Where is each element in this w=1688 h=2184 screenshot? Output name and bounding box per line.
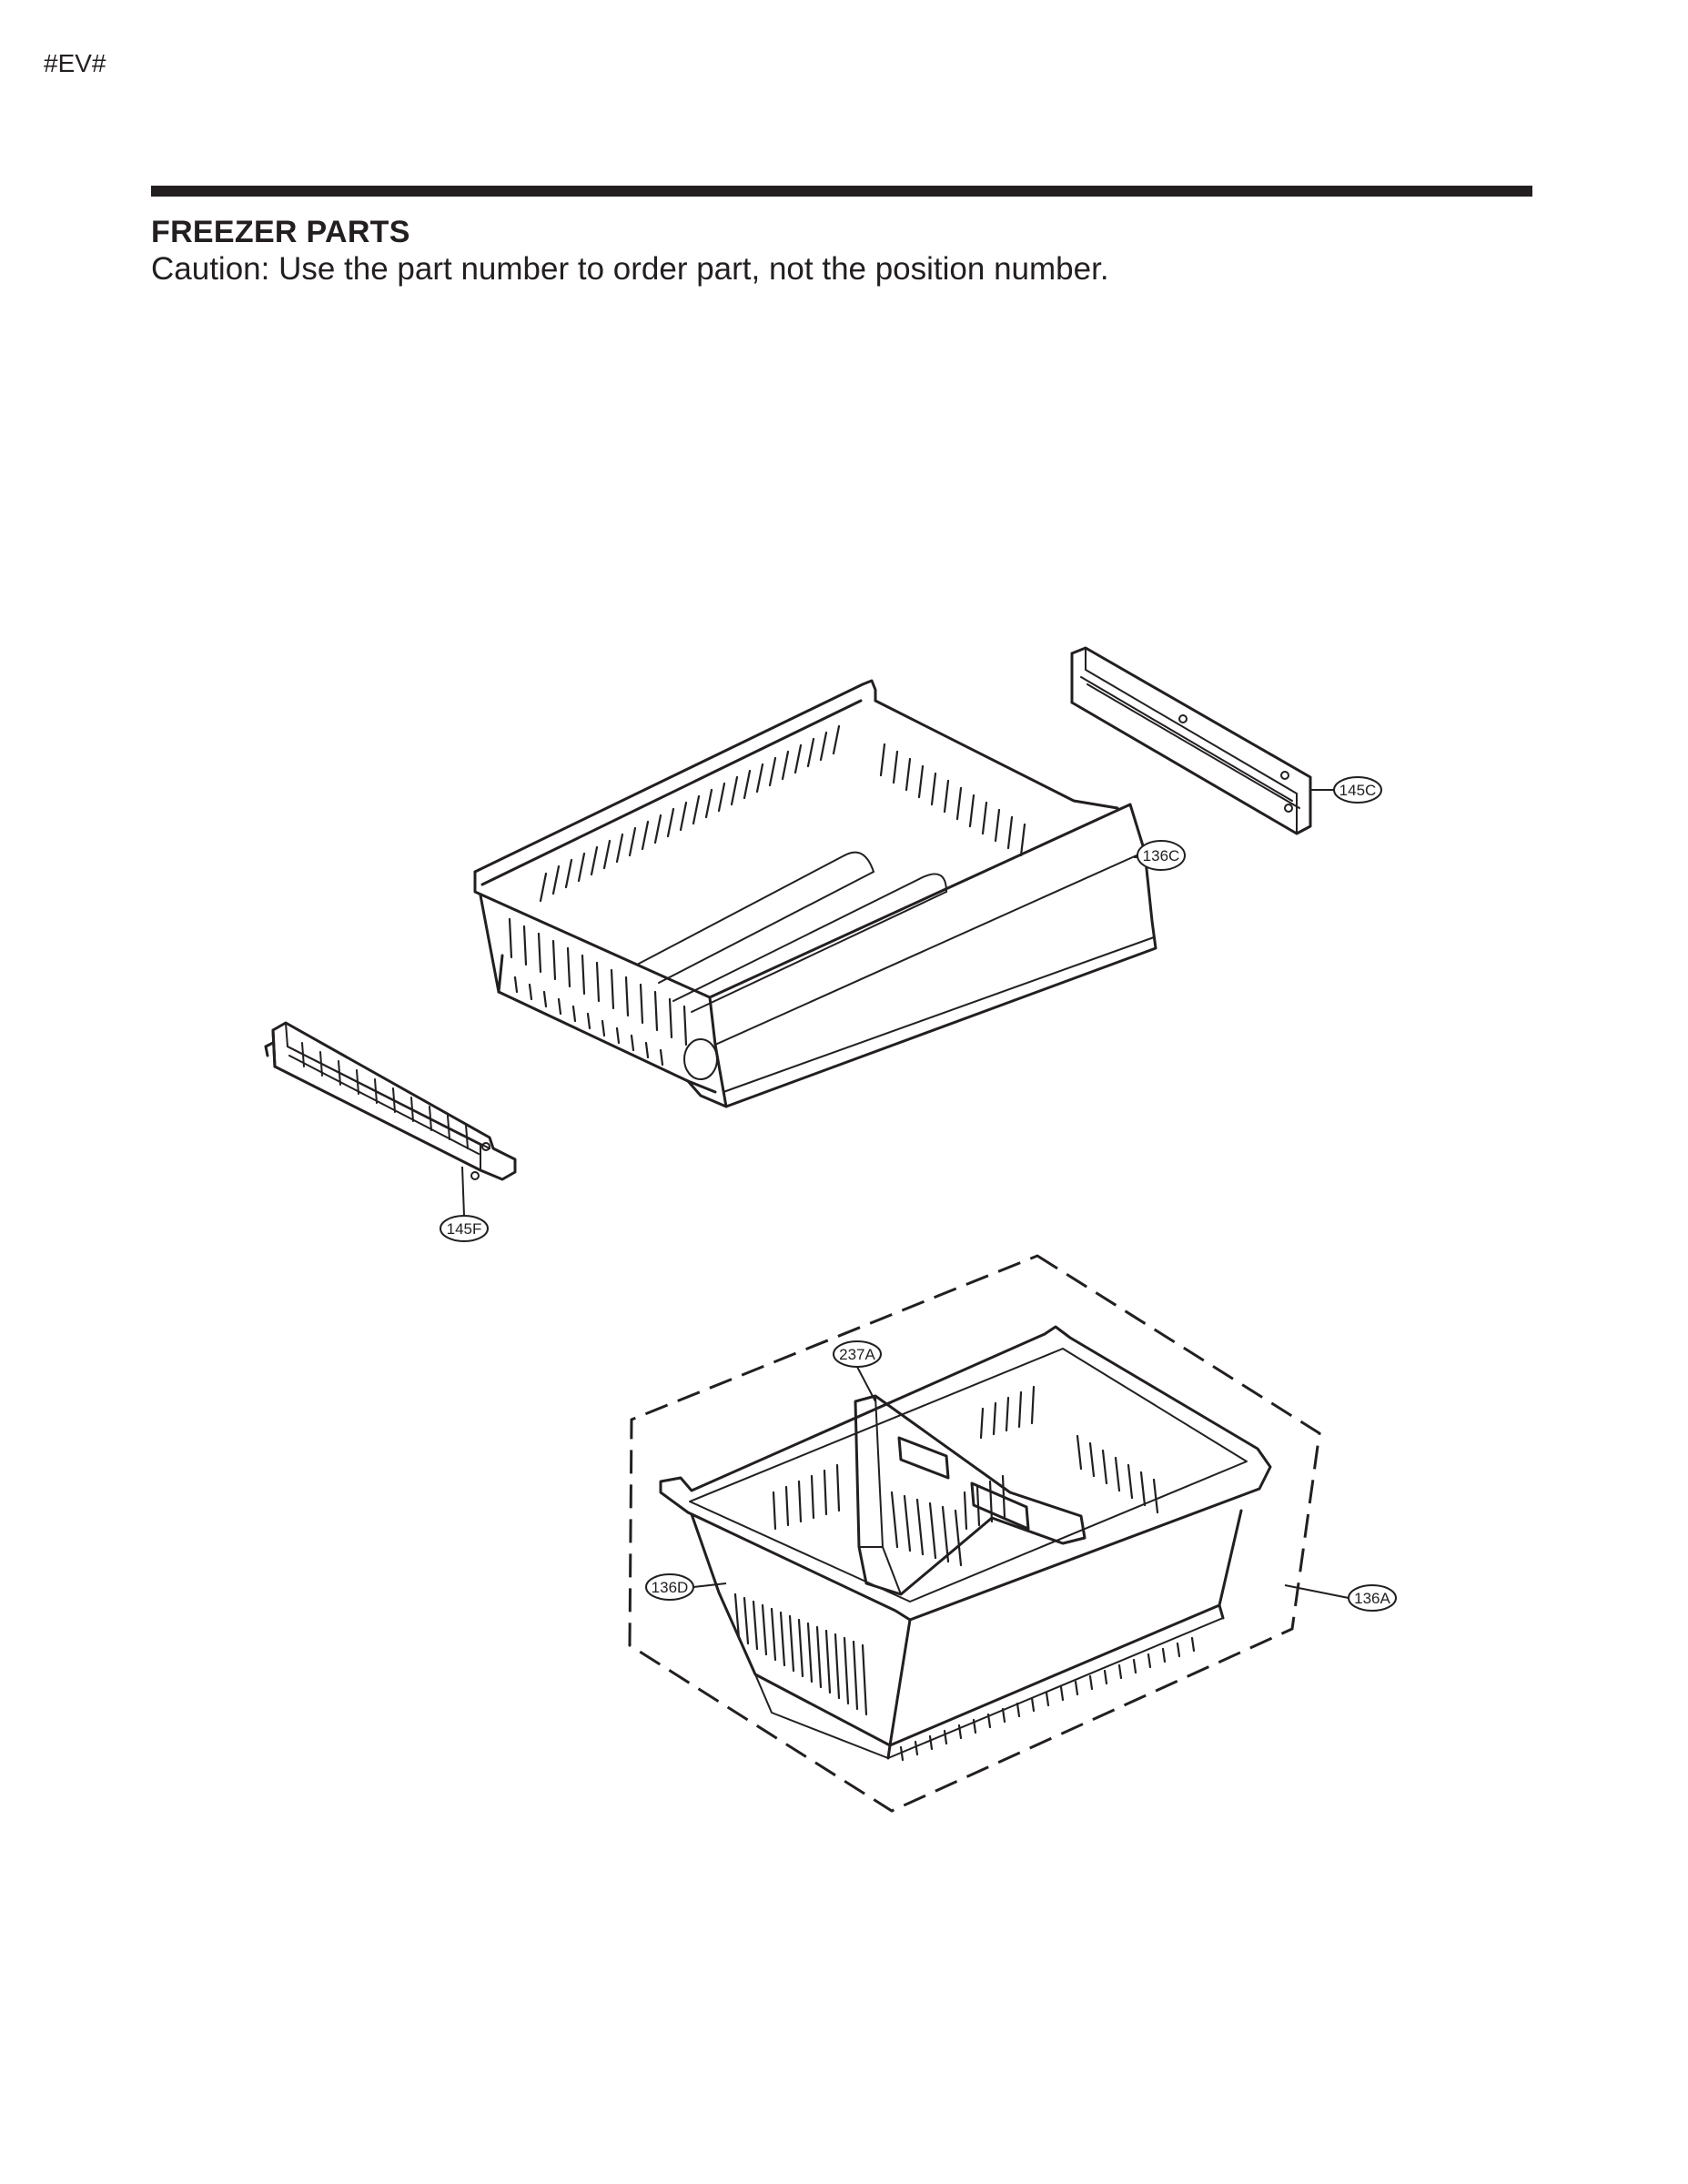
drawer-rail-left (264, 1021, 517, 1181)
callout-label-136C: 136C (1143, 847, 1180, 864)
callout-145F: 145F (440, 1166, 489, 1242)
page-code: #EV# (44, 49, 106, 77)
callout-136A: 136A (1284, 1584, 1397, 1612)
callout-136D: 136D (645, 1573, 727, 1601)
basket-divider (854, 1394, 1087, 1596)
page-title: FREEZER PARTS (151, 215, 410, 249)
drawer-back-vents (539, 724, 841, 903)
drawer-side-vents (879, 743, 1026, 857)
callout-label-145C: 145C (1339, 782, 1377, 799)
drawer-left-vents (508, 917, 688, 1067)
callout-label-237A: 237A (839, 1346, 875, 1363)
lower-basket-assembly-boundary (628, 1254, 1321, 1813)
lower-freezer-basket (659, 1325, 1272, 1762)
callout-label-136A: 136A (1354, 1590, 1390, 1607)
callout-label-145F: 145F (447, 1220, 482, 1238)
drawer-rail-right (1070, 646, 1312, 835)
basket-side-vents (733, 1592, 868, 1716)
callout-237A: 237A (833, 1340, 882, 1402)
callout-label-136D: 136D (652, 1579, 689, 1596)
caution-note: Caution: Use the part number to order pa… (151, 251, 1109, 287)
upper-freezer-drawer (473, 679, 1157, 1108)
header-rule (151, 186, 1532, 197)
basket-back-vents (772, 1385, 1159, 1531)
callout-145C: 145C (1310, 776, 1382, 804)
callout-136C: 136C (1134, 840, 1186, 871)
